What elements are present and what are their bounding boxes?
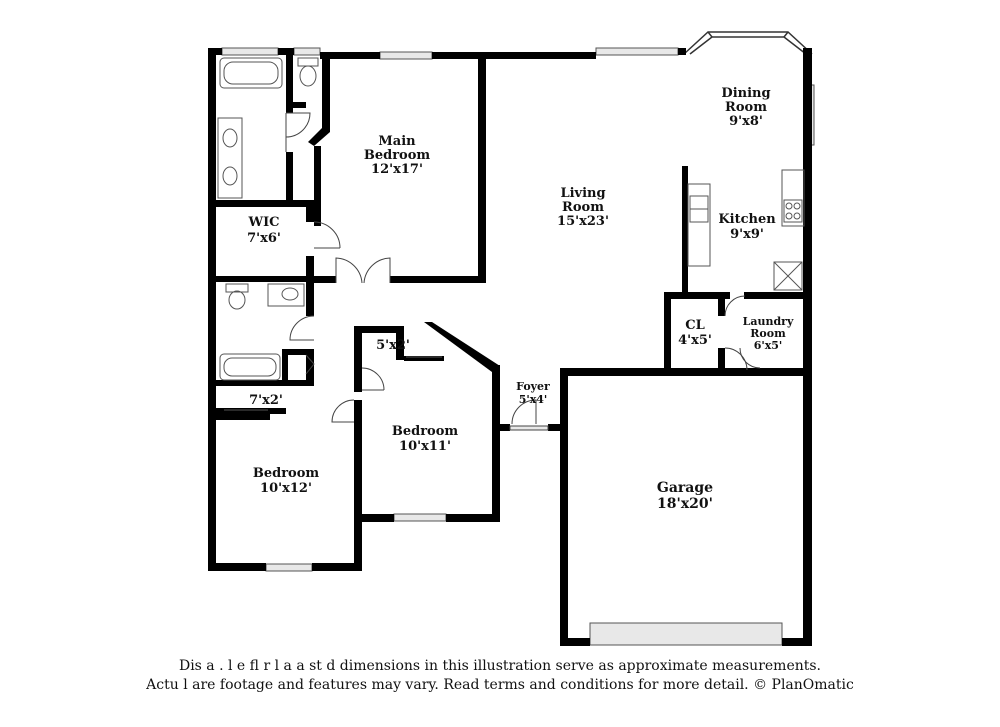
windows (221, 47, 815, 646)
room-labels: Main Bedroom 12'x17' WIC 7'x6' Living Ro… (247, 86, 794, 512)
window-wc-top (293, 47, 321, 56)
laundry-room-dims: 6'x5' (754, 339, 783, 352)
living-room-name-2: Room (562, 200, 604, 215)
living-room-name-1: Living (560, 186, 605, 201)
garage-dims: 18'x20' (657, 496, 713, 512)
closet-dims: 4'x5' (678, 333, 712, 348)
hall-sink-icon (267, 283, 305, 307)
master-bathtub-icon (219, 57, 283, 89)
bay-window (683, 31, 813, 55)
kitchen-counter-left (687, 183, 711, 267)
window-living-room (595, 47, 679, 56)
closet-name: CL (685, 318, 705, 333)
garage-door (589, 622, 783, 646)
disclaimer-line-2: Actu l are footage and features may vary… (146, 677, 854, 693)
bedroom-left-dims: 10'x12' (260, 481, 312, 496)
dining-room-name-2: Room (725, 100, 767, 115)
foyer-name: Foyer (516, 380, 550, 393)
hall-closet-dims: 5'x2' (376, 338, 410, 353)
kitchen-dims: 9'x9' (730, 227, 764, 242)
bedroom-center-name: Bedroom (392, 424, 459, 439)
bedroom-left-name: Bedroom (253, 466, 320, 481)
hall-toilet-icon (225, 283, 249, 293)
walls (208, 48, 812, 646)
window-main-bedroom (379, 51, 433, 60)
disclaimer-line-1: Dis a . l e fl r l a a st d dimensions i… (178, 658, 822, 674)
main-bedroom-dims: 12'x17' (371, 162, 423, 177)
dining-room-dims: 9'x8' (729, 114, 763, 129)
foyer-dims: 5'x4' (519, 393, 548, 406)
dining-room-name-1: Dining (721, 86, 770, 101)
bedroom-closet-dims: 7'x2' (249, 393, 283, 408)
main-bedroom-name-2: Bedroom (364, 148, 431, 163)
master-vanity-icon (217, 117, 243, 199)
wic-name: WIC (247, 215, 279, 230)
stove-icon (783, 199, 803, 223)
laundry-room-name-1: Laundry (743, 315, 794, 328)
kitchen-counter-right (781, 169, 805, 227)
fixtures (217, 57, 805, 411)
laundry-room-name-2: Room (750, 327, 786, 340)
window-bedroom-left (265, 563, 313, 572)
living-room-dims: 15'x23' (557, 214, 609, 229)
master-toilet-icon (297, 57, 319, 67)
main-bedroom-name-1: Main (378, 134, 416, 149)
hall-bathtub-icon (219, 353, 281, 381)
refrigerator-icon (773, 261, 803, 291)
window-bath-top (221, 47, 279, 56)
garage-name: Garage (657, 480, 713, 496)
wic-dims: 7'x6' (247, 231, 281, 246)
window-bedroom-center (393, 513, 447, 522)
bedroom-center-dims: 10'x11' (399, 439, 451, 454)
doors (285, 112, 761, 431)
kitchen-name: Kitchen (718, 212, 776, 227)
